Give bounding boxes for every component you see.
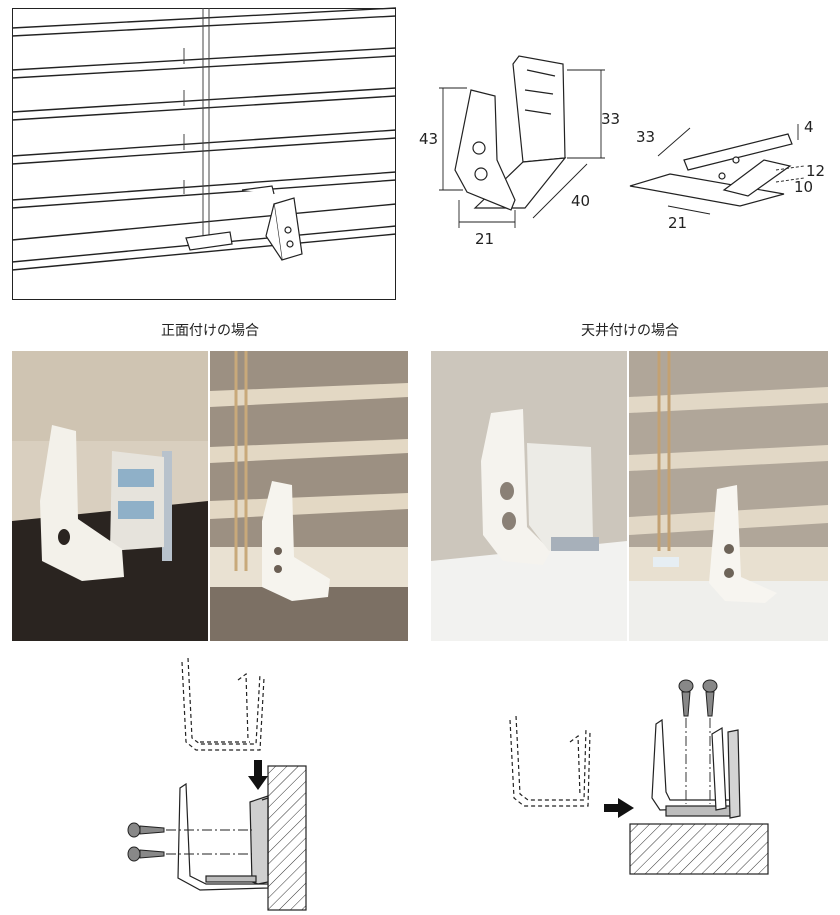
- ceiling-mount-diagram: [500, 668, 780, 888]
- wall: [267, 765, 307, 911]
- dim-width: 21: [475, 230, 494, 248]
- clip-dimension-drawing: 33 4 12 10 21: [628, 110, 838, 240]
- clip-dim-slot-a: 12: [806, 162, 825, 180]
- caption-ceiling-mount: 天井付けの場合: [581, 323, 679, 339]
- dim-height-right: 33: [601, 110, 620, 128]
- clip-dim-height: 4: [804, 118, 814, 136]
- front-mount-diagram: [120, 650, 340, 911]
- caption-front-mount: 正面付けの場合: [161, 323, 259, 339]
- right-arrow-icon: [604, 804, 620, 812]
- blind-illustration: [11, 7, 397, 300]
- clip-dim-length: 33: [636, 128, 655, 146]
- dim-height-left: 43: [419, 130, 438, 148]
- clip-dim-slot-b: 10: [794, 178, 813, 196]
- dim-depth: 40: [571, 192, 590, 210]
- photo-front-bracket: [12, 351, 208, 641]
- photo-front-mounted: [210, 351, 408, 641]
- photo-ceiling-bracket: [431, 351, 627, 641]
- clip-dim-width: 21: [668, 214, 687, 232]
- photo-ceiling-mounted: [629, 351, 828, 641]
- bracket-dimension-drawing: 43 33 40 21: [415, 40, 620, 255]
- down-arrow-icon: [254, 760, 262, 778]
- ceiling-block: [629, 823, 769, 875]
